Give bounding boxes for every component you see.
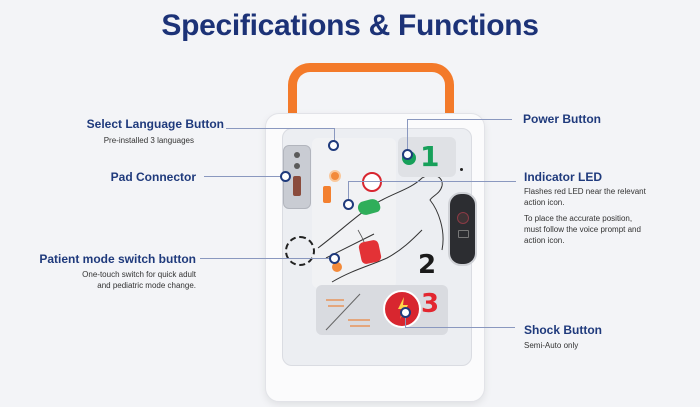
patient-mode-marker — [329, 253, 340, 264]
callout-line — [405, 312, 406, 327]
callout-line — [348, 181, 516, 182]
indicator-led-label: Indicator LED — [524, 170, 603, 184]
connector-slot — [293, 176, 301, 196]
pad-connector-label: Pad Connector — [110, 170, 196, 184]
language-marker — [328, 140, 339, 151]
indicator-led-icon — [457, 212, 469, 224]
callout-line — [405, 327, 515, 328]
page-title: Specifications & Functions — [161, 9, 539, 42]
shock-button-desc: Semi-Auto only — [524, 341, 579, 350]
select-language-desc: Pre-installed 3 languages — [103, 136, 194, 145]
shock-button-label: Shock Button — [524, 323, 602, 337]
indicator-panel — [448, 192, 477, 266]
patient-mode-button[interactable] — [332, 262, 342, 272]
indicator-led-desc: Flashes red LED near the relevant action… — [524, 187, 646, 245]
shock-marker — [400, 307, 411, 318]
callout-line — [407, 119, 408, 151]
callout-line — [407, 119, 512, 120]
callout-line — [226, 128, 334, 129]
speaker-dot — [460, 168, 463, 171]
infant-key-socket — [285, 236, 315, 266]
power-button-label: Power Button — [523, 112, 601, 126]
step-2-number: 2 — [418, 250, 437, 280]
carry-handle — [288, 63, 454, 123]
patient-mode-label: Patient mode switch button — [39, 252, 196, 266]
shock-panel — [316, 285, 448, 335]
callout-line — [204, 176, 282, 177]
cpr-icon — [325, 293, 370, 331]
pad-connector-marker — [280, 171, 291, 182]
callout-line — [334, 128, 335, 142]
connector-pin — [294, 152, 300, 158]
language-button[interactable] — [329, 170, 341, 182]
step-1-number: 1 — [420, 140, 440, 173]
battery-icon — [458, 230, 469, 238]
power-marker — [402, 149, 413, 160]
step-3-number: 3 — [421, 289, 440, 319]
select-language-label: Select Language Button — [86, 117, 224, 131]
pad-placement-panel — [312, 138, 396, 288]
connector-pin — [294, 163, 300, 169]
indicator-marker — [343, 199, 354, 210]
pad-icon-red — [357, 239, 383, 265]
patient-figure-icon — [317, 174, 444, 283]
callout-line — [348, 181, 349, 201]
callout-line — [200, 258, 330, 259]
patient-mode-desc: One-touch switch for quick adult and ped… — [82, 270, 196, 290]
no-touch-icon — [362, 172, 382, 192]
pad-package-icon — [323, 186, 331, 203]
